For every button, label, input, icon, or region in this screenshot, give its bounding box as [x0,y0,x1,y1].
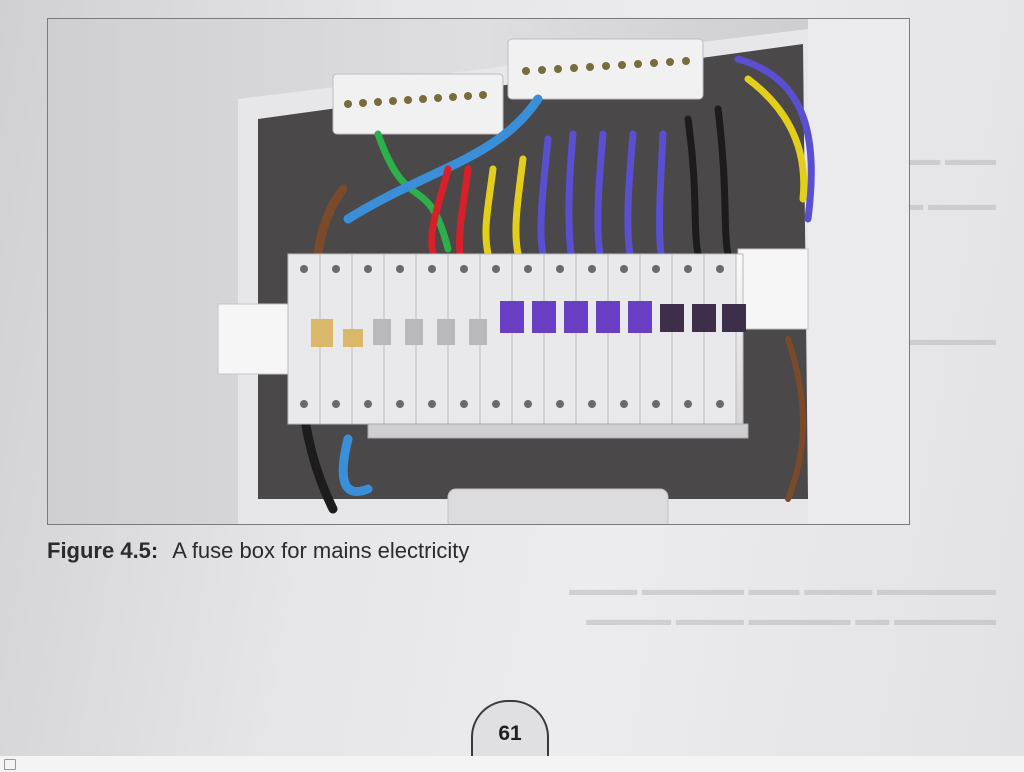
bleed-through-text: ▬▬▬▬ ▬▬▬▬▬▬ ▬▬▬ ▬▬▬▬ ▬▬▬▬▬▬▬ [569,580,996,599]
bleed-through-text: ▬▬▬▬▬ ▬▬▬▬ ▬▬▬▬▬▬ ▬▬ ▬▬▬▬▬▬ [586,610,996,629]
scanner-footer [0,756,1024,772]
figure-label: Figure 4.5: [47,538,159,563]
scanner-logo-icon [4,759,16,770]
fuse-box-photo [47,18,910,525]
page-number: 61 [498,722,522,745]
page-number-badge: 61 [471,700,549,762]
figure-caption: Figure 4.5: A fuse box for mains electric… [47,538,469,564]
figure-caption-text: A fuse box for mains electricity [172,538,470,563]
